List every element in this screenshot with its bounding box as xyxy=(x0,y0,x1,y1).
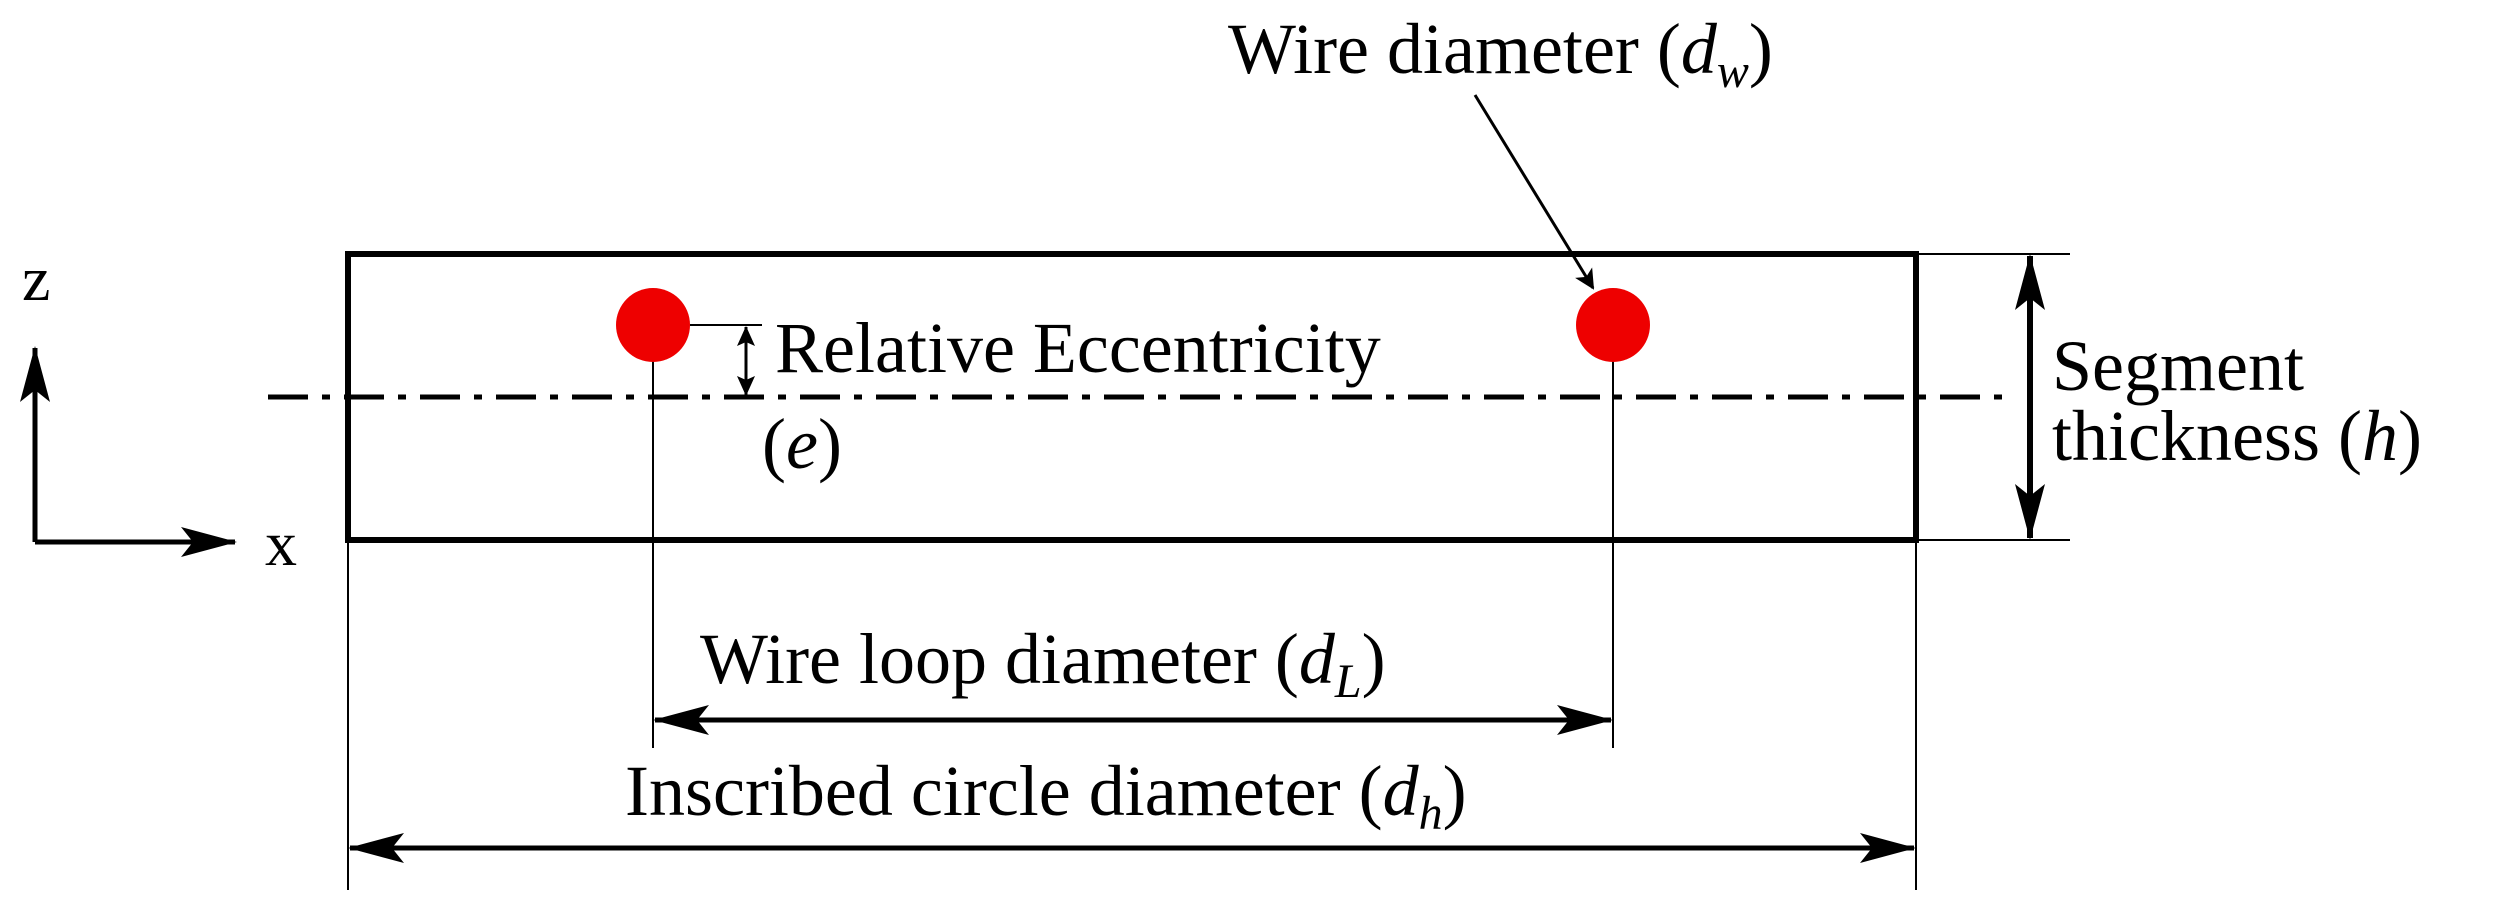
wire-loop-diameter-label: Wire loop diameter (dL) xyxy=(700,619,1386,708)
relative-eccentricity-label: Relative Eccentricity xyxy=(775,308,1381,388)
wire-diameter-text: Wire diameter ( xyxy=(1228,9,1681,89)
wire-right xyxy=(1576,288,1650,362)
inscribed-circle-diameter-text: Inscribed circle diameter ( xyxy=(625,751,1383,831)
inscribed-circle-diameter-label: Inscribed circle diameter (dh) xyxy=(625,751,1467,840)
wire-loop-diameter-text: Wire loop diameter ( xyxy=(700,619,1299,699)
relative-eccentricity-symbol: e xyxy=(786,404,818,484)
segment-thickness-symbol: h xyxy=(2362,396,2398,476)
segment-thickness-label-line2: thickness (h) xyxy=(2052,396,2422,476)
relative-eccentricity-line1: Relative Eccentricity xyxy=(775,308,1381,388)
wire-diameter-close: ) xyxy=(1749,9,1773,89)
segment-thickness-close: ) xyxy=(2398,396,2422,476)
wire-left xyxy=(616,288,690,362)
inscribed-circle-diameter-symbol: d xyxy=(1383,751,1420,831)
x-axis-label: x xyxy=(265,508,297,579)
wire-loop-diameter-symbol: d xyxy=(1299,619,1336,699)
segment-thickness-text: thickness ( xyxy=(2052,396,2362,476)
wire-diameter-symbol: d xyxy=(1681,9,1718,89)
wire-diameter-subscript: w xyxy=(1717,45,1749,98)
wire-loop-diameter-subscript: L xyxy=(1334,655,1362,708)
segment-thickness-label-line1: Segment xyxy=(2052,326,2304,406)
wire-diameter-pointer xyxy=(1473,94,1595,290)
relative-eccentricity-open: ( xyxy=(762,404,786,484)
coordinate-axes: z x xyxy=(19,243,297,579)
inscribed-circle-diameter-subscript: h xyxy=(1419,787,1443,840)
relative-eccentricity-close: ) xyxy=(818,404,842,484)
z-axis-label: z xyxy=(22,243,50,314)
wire-loop-diameter-close: ) xyxy=(1362,619,1386,699)
inscribed-circle-diameter-close: ) xyxy=(1443,751,1467,831)
wire-diameter-label: Wire diameter (dw) xyxy=(1228,9,1773,98)
relative-eccentricity-symbol-label: (e) xyxy=(762,404,842,484)
